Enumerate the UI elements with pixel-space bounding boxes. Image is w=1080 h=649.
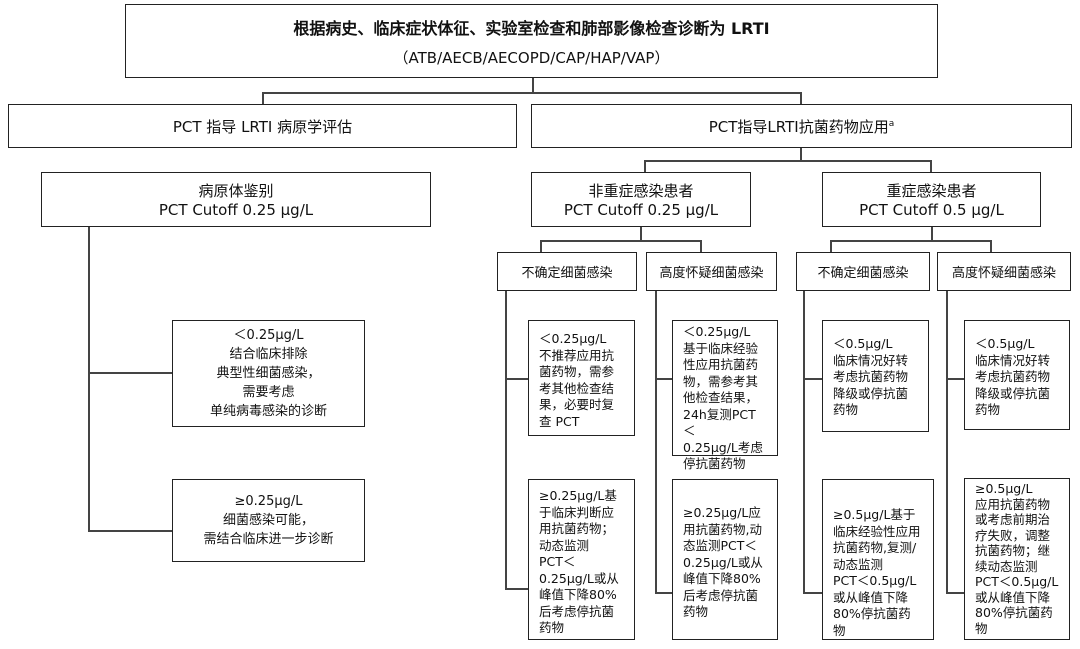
- nonsevere-uncertain-box: 不确定细菌感染: [497, 252, 637, 291]
- connector: [946, 378, 964, 380]
- connector: [655, 378, 672, 380]
- connector: [946, 291, 948, 593]
- nonsevere-uncertain-high-box: ≥0.25μg/L基 于临床判断应 用抗菌药物； 动态监测 PCT＜ 0.25μ…: [528, 479, 635, 640]
- connector: [700, 240, 702, 252]
- connector: [800, 92, 802, 104]
- severe-title: 重症感染患者: [886, 182, 977, 200]
- nonsevere-cutoff: PCT Cutoff 0.25 μg/L: [563, 201, 719, 219]
- connector: [540, 240, 701, 242]
- diagnosis-title: 根据病史、临床症状体征、实验室检查和肺部影像检查诊断为 LRTI: [293, 18, 770, 38]
- connector: [655, 592, 672, 594]
- connector: [262, 92, 801, 94]
- pathogen-box: 病原体鉴别 PCT Cutoff 0.25 μg/L: [41, 172, 431, 227]
- severe-suspected-high-box: ≥0.5μg/L 应用抗菌药物 或考虑前期治 疗失败，调整 抗菌药物；继 续动态…: [964, 478, 1070, 640]
- connector: [644, 160, 646, 172]
- connector: [505, 378, 528, 380]
- connector: [930, 160, 932, 172]
- severe-uncertain-box: 不确定细菌感染: [796, 252, 930, 291]
- connector: [830, 240, 991, 242]
- connector: [655, 291, 657, 593]
- connector: [931, 227, 933, 240]
- severe-uncertain-high-box: ≥0.5μg/L基于 临床经验性应用 抗菌药物,复测/ 动态监测 PCT＜0.5…: [822, 479, 934, 640]
- pathogen-low-box: ＜0.25μg/L 结合临床排除 典型性细菌感染， 需要考虑 单纯病毒感染的诊断: [172, 320, 365, 427]
- connector: [88, 530, 172, 532]
- severe-suspected-low-box: ＜0.5μg/L 临床情况好转 考虑抗菌药物 降级或停抗菌 药物: [964, 320, 1070, 430]
- connector: [803, 378, 822, 380]
- left-header: PCT 指导 LRTI 病原学评估: [172, 117, 353, 136]
- pathogen-title: 病原体鉴别: [198, 182, 274, 200]
- connector: [505, 291, 507, 589]
- severe-cutoff: PCT Cutoff 0.5 μg/L: [859, 201, 1004, 219]
- connector: [800, 148, 802, 160]
- connector: [640, 227, 642, 240]
- severe-suspected-box: 高度怀疑细菌感染: [937, 252, 1071, 291]
- nonsevere-title: 非重症感染患者: [588, 182, 694, 200]
- nonsevere-suspected-high-box: ≥0.25μg/L应 用抗菌药物,动 态监测PCT＜ 0.25μg/L或从 峰值…: [672, 479, 778, 640]
- connector: [88, 372, 172, 374]
- nonsevere-box: 非重症感染患者 PCT Cutoff 0.25 μg/L: [531, 172, 751, 227]
- right-header-box: PCT指导LRTI抗菌药物应用a: [531, 104, 1072, 148]
- severe-box: 重症感染患者 PCT Cutoff 0.5 μg/L: [822, 172, 1041, 227]
- nonsevere-suspected-box: 高度怀疑细菌感染: [646, 252, 777, 291]
- nonsevere-suspected-low-box: ＜0.25μg/L 基于临床经验 性应用抗菌药 物，需参考其 他检查结果， 24…: [672, 320, 778, 471]
- connector: [540, 240, 542, 252]
- connector: [532, 78, 534, 92]
- connector: [990, 240, 992, 252]
- severe-uncertain-low-box: ＜0.5μg/L 临床情况好转 考虑抗菌药物 降级或停抗菌 药物: [822, 320, 929, 432]
- diagnosis-box: 根据病史、临床症状体征、实验室检查和肺部影像检查诊断为 LRTI （ATB/AE…: [125, 4, 938, 78]
- nonsevere-uncertain-low-box: ＜0.25μg/L 不推荐应用抗 菌药物，需参 考其他检查结 果，必要时复 查 …: [528, 320, 635, 436]
- connector: [803, 291, 805, 593]
- pathogen-high-box: ≥0.25μg/L 细菌感染可能， 需结合临床进一步诊断: [172, 479, 365, 562]
- connector: [88, 227, 90, 531]
- left-header-box: PCT 指导 LRTI 病原学评估: [8, 104, 517, 148]
- pathogen-cutoff: PCT Cutoff 0.25 μg/L: [158, 201, 314, 219]
- connector: [830, 240, 832, 252]
- connector: [803, 592, 822, 594]
- diagnosis-subtitle: （ATB/AECB/AECOPD/CAP/HAP/VAP）: [393, 48, 670, 67]
- connector: [262, 92, 264, 104]
- connector: [946, 592, 964, 594]
- right-header: PCT指导LRTI抗菌药物应用a: [708, 117, 895, 136]
- connector: [505, 588, 528, 590]
- connector: [644, 160, 931, 162]
